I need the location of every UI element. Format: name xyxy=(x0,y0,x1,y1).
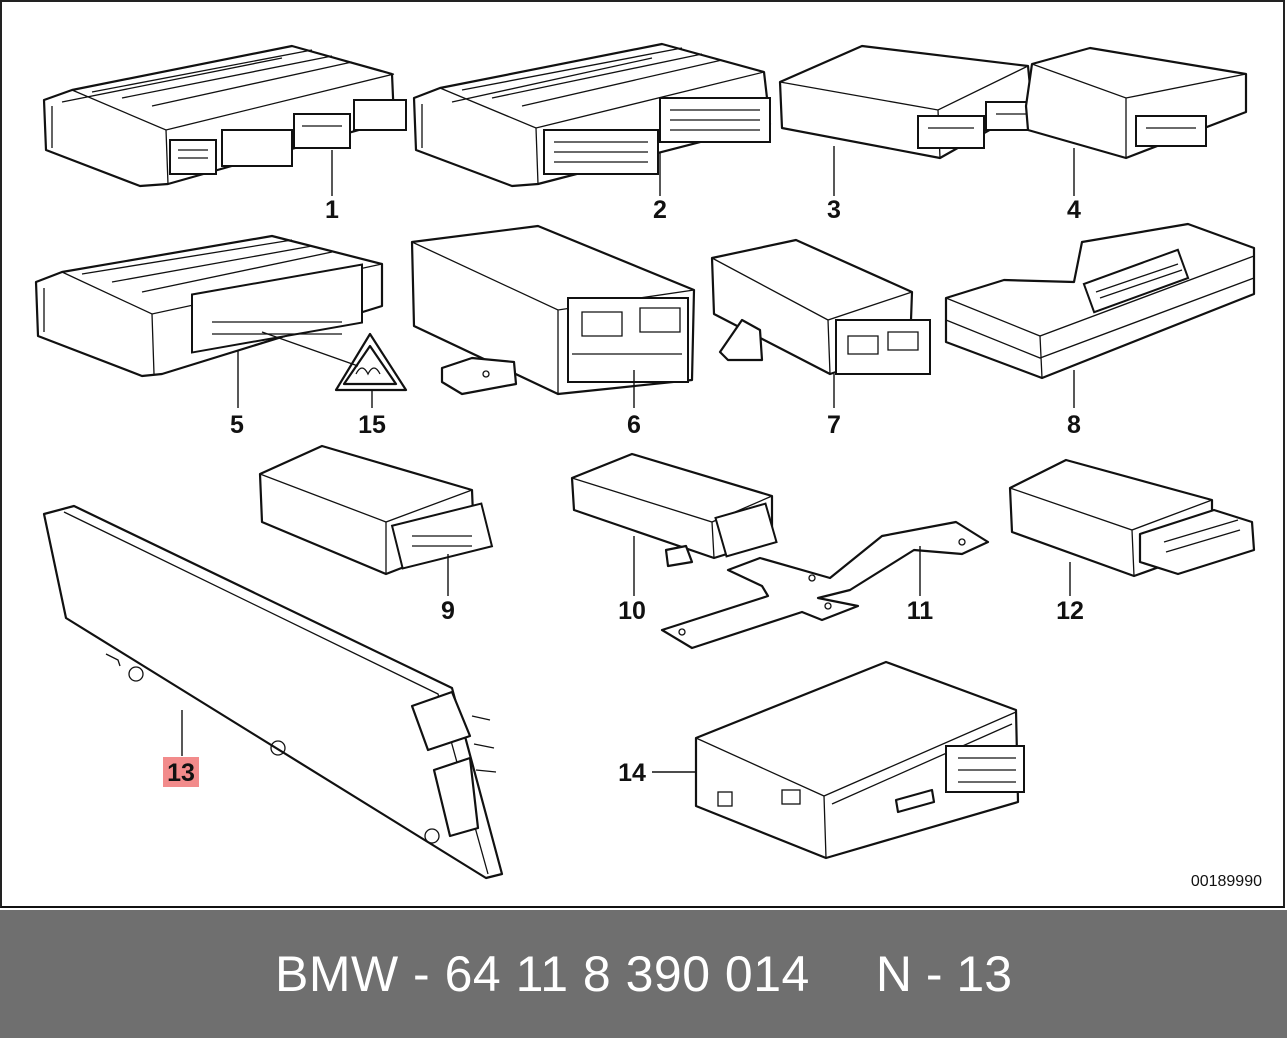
part-10-control-unit[interactable] xyxy=(570,452,778,568)
part-12-control-unit[interactable] xyxy=(1008,458,1256,578)
callout-13[interactable]: 13 xyxy=(167,759,195,787)
part-8-control-unit[interactable] xyxy=(944,222,1256,380)
callout-6[interactable]: 6 xyxy=(627,411,641,439)
part-5-control-unit[interactable] xyxy=(34,234,384,378)
parts-diagram: 1 2 3 4 5 15 6 7 8 9 10 11 12 13 14 0018… xyxy=(34,42,1262,890)
callout-15[interactable]: 15 xyxy=(358,411,386,439)
callout-10[interactable]: 10 xyxy=(618,597,646,625)
callout-7[interactable]: 7 xyxy=(827,411,841,439)
callout-labels: 1 2 3 4 5 15 6 7 8 9 10 11 12 13 14 xyxy=(167,196,1084,787)
callout-5[interactable]: 5 xyxy=(230,411,244,439)
callout-8[interactable]: 8 xyxy=(1067,411,1081,439)
part-3-control-unit[interactable] xyxy=(778,44,1041,160)
part-15-warning-label[interactable] xyxy=(334,332,408,392)
callout-14[interactable]: 14 xyxy=(618,759,646,787)
callout-1[interactable]: 1 xyxy=(325,196,339,224)
parts-diagram-frame: 1 2 3 4 5 15 6 7 8 9 10 11 12 13 14 0018… xyxy=(0,0,1285,908)
part-number-text: BMW - 64 11 8 390 014 xyxy=(274,946,810,1002)
part-6-control-unit[interactable] xyxy=(410,224,696,396)
drawing-number: 00189990 xyxy=(1191,873,1262,890)
part-9-control-unit[interactable] xyxy=(258,444,494,576)
callout-13-highlight xyxy=(163,757,199,787)
callout-2[interactable]: 2 xyxy=(653,196,667,224)
callout-4[interactable]: 4 xyxy=(1067,196,1081,224)
part-number-footer: BMW - 64 11 8 390 014 N - 13 xyxy=(0,910,1287,1038)
part-4-control-unit[interactable] xyxy=(1024,46,1248,160)
callout-12[interactable]: 12 xyxy=(1056,597,1084,625)
part-2-control-unit[interactable] xyxy=(412,42,772,188)
part-7-control-unit[interactable] xyxy=(710,238,931,376)
part-1-control-unit[interactable] xyxy=(42,44,407,188)
callout-3[interactable]: 3 xyxy=(827,196,841,224)
diagram-position-text: N - 13 xyxy=(875,946,1013,1002)
part-11-bracket[interactable] xyxy=(660,520,990,650)
callout-9[interactable]: 9 xyxy=(441,597,455,625)
part-13-slim-control-unit[interactable] xyxy=(42,504,504,880)
part-14-control-unit[interactable] xyxy=(694,660,1025,860)
callout-11[interactable]: 11 xyxy=(907,597,934,625)
leader-lines xyxy=(181,146,1075,773)
